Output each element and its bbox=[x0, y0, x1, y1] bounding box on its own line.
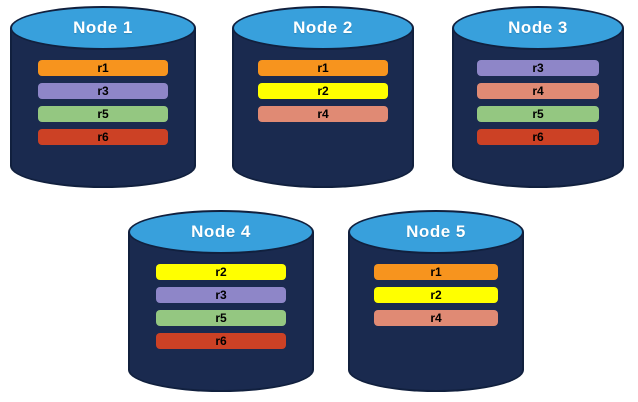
replica-bar[interactable]: r2 bbox=[258, 83, 388, 99]
replica-bar[interactable]: r5 bbox=[38, 106, 168, 122]
replica-bar[interactable]: r2 bbox=[374, 287, 498, 303]
node-cylinder[interactable]: r2 r3 r5 r6 Node 4 bbox=[128, 210, 314, 392]
cylinder-top-ellipse bbox=[128, 210, 314, 254]
replica-bar[interactable]: r4 bbox=[477, 83, 599, 99]
replica-label: r4 bbox=[317, 107, 329, 121]
replica-label: r6 bbox=[215, 334, 227, 348]
replica-bar-list: r1 r2 r4 bbox=[232, 60, 414, 122]
replica-bar[interactable]: r4 bbox=[374, 310, 498, 326]
replica-bar-list: r2 r3 r5 r6 bbox=[128, 264, 314, 349]
replica-label: r6 bbox=[97, 130, 109, 144]
replica-label: r5 bbox=[97, 107, 109, 121]
node-cylinder[interactable]: r1 r3 r5 r6 Node 1 bbox=[10, 6, 196, 188]
replica-bar[interactable]: r6 bbox=[156, 333, 286, 349]
node-title-label: Node 4 bbox=[191, 222, 251, 241]
replica-label: r1 bbox=[430, 265, 442, 279]
replica-label: r6 bbox=[532, 130, 544, 144]
replica-label: r2 bbox=[430, 288, 442, 302]
replica-label: r2 bbox=[215, 265, 227, 279]
node-title-label: Node 1 bbox=[73, 18, 133, 37]
node-cylinder[interactable]: r1 r2 r4 Node 5 bbox=[348, 210, 524, 392]
replica-bar[interactable]: r4 bbox=[258, 106, 388, 122]
node-cylinder[interactable]: r3 r4 r5 r6 Node 3 bbox=[452, 6, 624, 188]
replica-label: r5 bbox=[532, 107, 544, 121]
cylinder-top-ellipse bbox=[348, 210, 524, 254]
replica-bar[interactable]: r6 bbox=[477, 129, 599, 145]
replica-bar[interactable]: r3 bbox=[156, 287, 286, 303]
replica-label: r3 bbox=[215, 288, 227, 302]
replica-bar[interactable]: r5 bbox=[156, 310, 286, 326]
replica-label: r4 bbox=[430, 311, 442, 325]
replica-label: r4 bbox=[532, 84, 544, 98]
replica-label: r1 bbox=[97, 61, 109, 75]
replica-bar-list: r1 r3 r5 r6 bbox=[10, 60, 196, 145]
replica-bar[interactable]: r5 bbox=[477, 106, 599, 122]
replica-label: r3 bbox=[97, 84, 109, 98]
replica-label: r5 bbox=[215, 311, 227, 325]
node-cylinder[interactable]: r1 r2 r4 Node 2 bbox=[232, 6, 414, 188]
cylinder-top-ellipse bbox=[10, 6, 196, 50]
replica-label: r2 bbox=[317, 84, 329, 98]
replica-bar-list: r1 r2 r4 bbox=[348, 264, 524, 326]
replica-bar-list: r3 r4 r5 r6 bbox=[452, 60, 624, 145]
node-title-label: Node 2 bbox=[293, 18, 353, 37]
replica-bar[interactable]: r3 bbox=[38, 83, 168, 99]
cylinder-top-ellipse bbox=[452, 6, 624, 50]
node-title-label: Node 3 bbox=[508, 18, 568, 37]
replica-bar[interactable]: r2 bbox=[156, 264, 286, 280]
replica-bar[interactable]: r3 bbox=[477, 60, 599, 76]
node-title-label: Node 5 bbox=[406, 222, 466, 241]
replica-bar[interactable]: r6 bbox=[38, 129, 168, 145]
cylinder-top-ellipse bbox=[232, 6, 414, 50]
replica-bar[interactable]: r1 bbox=[258, 60, 388, 76]
replica-label: r1 bbox=[317, 61, 329, 75]
replica-bar[interactable]: r1 bbox=[374, 264, 498, 280]
replica-label: r3 bbox=[532, 61, 544, 75]
replica-bar[interactable]: r1 bbox=[38, 60, 168, 76]
